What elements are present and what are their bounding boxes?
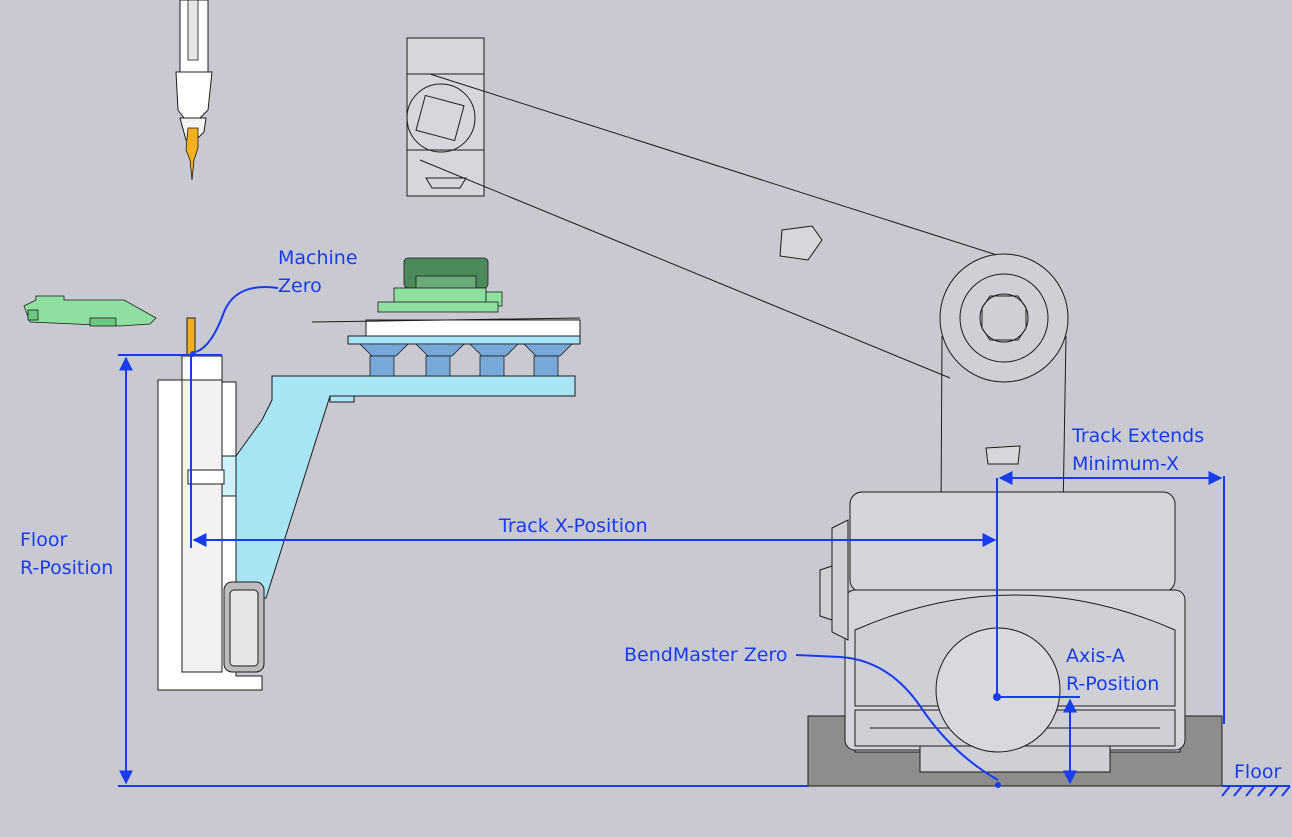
punch-tip-orange: [185, 127, 199, 181]
floor-r-position-label: Floor R-Position: [20, 526, 113, 582]
floor-r-position-line-2: R-Position: [20, 557, 114, 579]
track-extends-line-1: Track Extends: [1072, 425, 1205, 447]
machine-zero-point: [190, 351, 196, 357]
floor-hatch: [1221, 785, 1291, 797]
axis-a-line-1: Axis-A: [1066, 645, 1125, 667]
press-punch-tool: [175, 0, 213, 181]
press-machine: [157, 317, 581, 691]
bendmaster-zero-point: [995, 782, 1001, 788]
robot-arm: [406, 37, 1069, 691]
suction-cups: [359, 343, 573, 377]
axis-a-line-2: R-Position: [1066, 673, 1160, 695]
left-gripper: [23, 295, 157, 327]
axis-a-r-position-label: Axis-A R-Position: [1066, 642, 1159, 698]
floor-label: Floor: [1234, 761, 1282, 783]
floor-r-position-line-1: Floor: [20, 529, 68, 551]
bendmaster-zero-label: BendMaster Zero: [624, 644, 788, 666]
machine-zero-line-2: Zero: [278, 275, 322, 297]
track-extends-line-2: Minimum-X: [1072, 453, 1179, 475]
bendmaster-zero-leader: [795, 654, 999, 781]
dimension-lines: [118, 286, 1225, 787]
track-extends-label: Track Extends Minimum-X: [1072, 422, 1204, 478]
reference-points: [190, 351, 1001, 788]
machine-zero-line-1: Machine: [278, 247, 358, 269]
track-x-position-label: Track X-Position: [499, 515, 648, 537]
axis-a-point: [993, 693, 1001, 701]
robot-base: [807, 491, 1223, 787]
machine-zero-leader: [195, 286, 279, 353]
blue-bracket: [235, 375, 576, 599]
machine-zero-label: Machine Zero: [278, 244, 358, 300]
gripper-head: [377, 257, 503, 313]
